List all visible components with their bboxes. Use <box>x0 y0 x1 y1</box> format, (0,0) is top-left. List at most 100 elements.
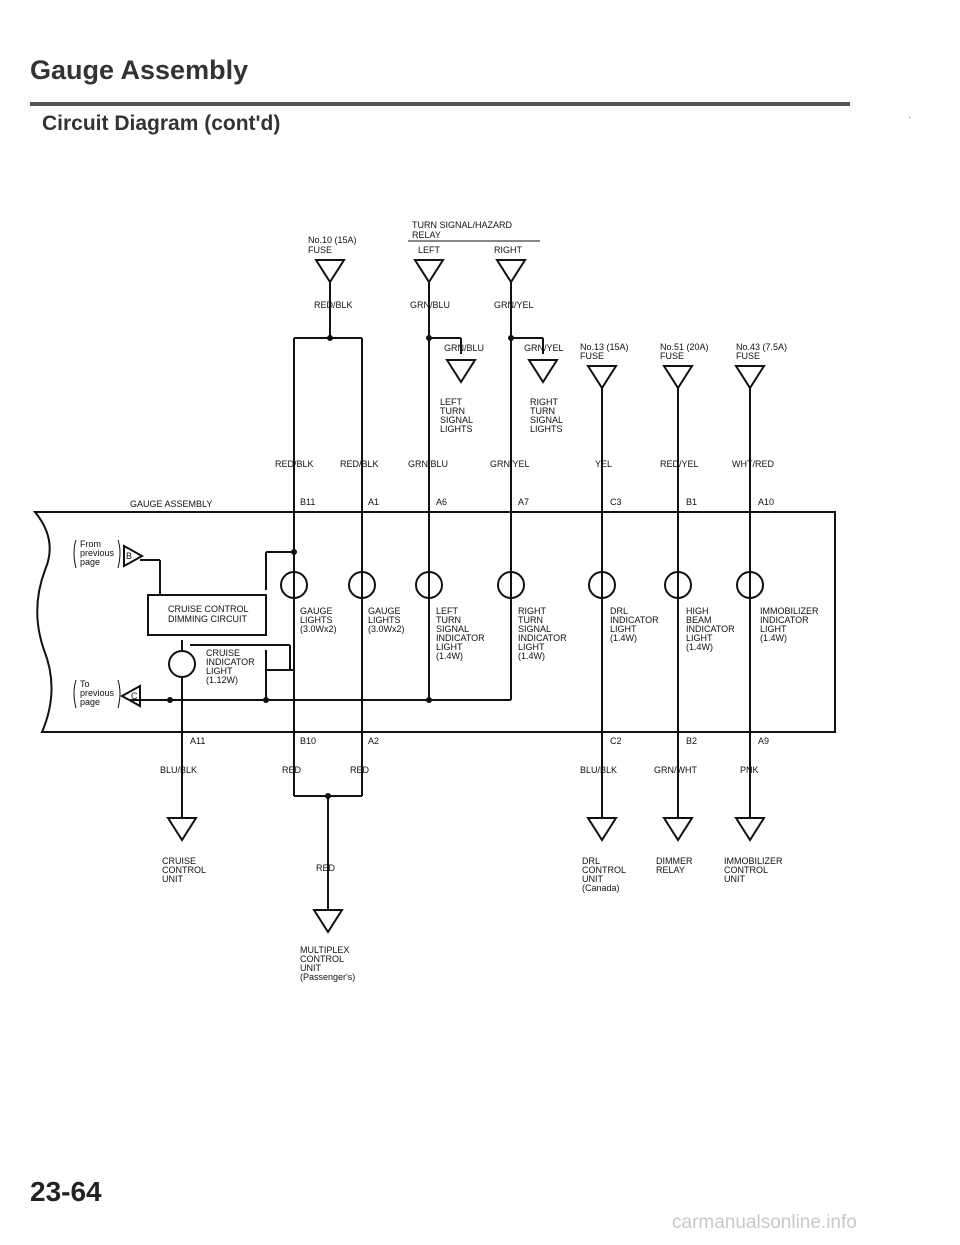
pin-a11: A11 <box>190 736 205 746</box>
wire-label-grnyel-a7: GRN/YEL <box>490 459 530 469</box>
gauge-lights2-l1: GAUGE <box>368 606 401 616</box>
drl-unit-l2: CONTROL <box>582 865 626 875</box>
wire-label-whtred-a10: WHT/RED <box>732 459 774 469</box>
pin-b10: B10 <box>300 736 316 746</box>
high-beam-l1: HIGH <box>686 606 709 616</box>
bottom-triangles <box>166 817 766 934</box>
watermark: carmanualsonline.info <box>672 1212 857 1233</box>
cruise-dimming-circuit: CRUISE CONTROL DIMMING CIRCUIT <box>147 594 267 636</box>
interior-wires <box>130 512 751 732</box>
from-previous-page: From previous page B <box>73 539 145 569</box>
relay-left-label: LEFT <box>418 245 441 255</box>
right-ind-l3: SIGNAL <box>518 624 551 634</box>
fuse10-label-line2: FUSE <box>308 245 332 255</box>
dimmer-relay-l1: DIMMER <box>656 856 693 866</box>
pin-b2: B2 <box>686 736 697 746</box>
right-turn-lights-l3: SIGNAL <box>530 415 563 425</box>
gauge-lights1-l2: LIGHTS <box>300 615 333 625</box>
page-title: Gauge Assembly <box>30 55 249 85</box>
wire-label-redblk-b11: RED/BLK <box>275 459 314 469</box>
drl-unit-l3: UNIT <box>582 874 603 884</box>
left-turn-lights-l3: SIGNAL <box>440 415 473 425</box>
pin-b1: B1 <box>686 497 697 507</box>
drl-ind-l2: INDICATOR <box>610 615 659 625</box>
relay-title-line1: TURN SIGNAL/HAZARD <box>412 220 513 230</box>
fuse13-label-line2: FUSE <box>580 351 604 361</box>
pin-a7: A7 <box>518 497 529 507</box>
gauge-lights1-l3: (3.0Wx2) <box>300 624 337 634</box>
gauge-lights2-l3: (3.0Wx2) <box>368 624 405 634</box>
wire-label-redyel-b1: RED/YEL <box>660 459 699 469</box>
relay-right-label: RIGHT <box>494 245 523 255</box>
fuse51-label-line1: No.51 (20A) <box>660 342 709 352</box>
cruise-indicator-light: CRUISE INDICATOR LIGHT (1.12W) <box>206 648 255 685</box>
bottom-pin-labels: A11 B10 A2 C2 B2 A9 <box>190 736 769 746</box>
immob-unit-l3: UNIT <box>724 874 745 884</box>
high-beam-l5: (1.4W) <box>686 642 713 652</box>
high-beam-l2: BEAM <box>686 615 712 625</box>
cruise-light-l3: LIGHT <box>206 666 233 676</box>
pin-c2: C2 <box>610 736 622 746</box>
right-ind-l1: RIGHT <box>518 606 547 616</box>
right-turn-lights-l4: LIGHTS <box>530 424 563 434</box>
to-prev-l2: previous <box>80 688 115 698</box>
wire-label-red-multiplex: RED <box>316 863 336 873</box>
gauge-lights2-l2: LIGHTS <box>368 615 401 625</box>
dimmer-relay-l2: RELAY <box>656 865 685 875</box>
wire-label-yel-c3: YEL <box>595 459 612 469</box>
pin-a6: A6 <box>436 497 447 507</box>
wire-label-redblk-a1: RED/BLK <box>340 459 379 469</box>
wire-label-blublk-a11: BLU/BLK <box>160 765 197 775</box>
wire-label-pnk-a9: PNK <box>740 765 759 775</box>
title-rule <box>30 102 850 106</box>
high-beam-indicator: HIGH BEAM INDICATOR LIGHT (1.4W) <box>686 606 735 652</box>
left-ind-l5: LIGHT <box>436 642 463 652</box>
cruise-unit-l2: CONTROL <box>162 865 206 875</box>
cruise-unit-l1: CRUISE <box>162 856 196 866</box>
right-source-triangles <box>586 365 766 512</box>
gauge-lights1-l1: GAUGE <box>300 606 333 616</box>
immob-ind-l4: (1.4W) <box>760 633 787 643</box>
to-prev-l1: To <box>80 679 90 689</box>
pin-a9: A9 <box>758 736 769 746</box>
left-turn-lights-ground <box>445 359 477 384</box>
turn-signal-relay: TURN SIGNAL/HAZARD RELAY LEFT RIGHT <box>408 220 540 255</box>
cruise-circuit-l2: DIMMING CIRCUIT <box>168 614 247 624</box>
left-ind-l3: SIGNAL <box>436 624 469 634</box>
conn-b-label: B <box>126 551 132 561</box>
cruise-circuit-l1: CRUISE CONTROL <box>168 604 249 614</box>
right-turn-signal-lights: RIGHT TURN SIGNAL LIGHTS <box>530 397 563 434</box>
left-ind-l4: INDICATOR <box>436 633 485 643</box>
cruise-light-l1: CRUISE <box>206 648 240 658</box>
multiplex-l1: MULTIPLEX <box>300 945 349 955</box>
source-triangles <box>314 259 527 284</box>
immob-unit-l1: IMMOBILIZER <box>724 856 783 866</box>
gauge-assembly-label: GAUGE ASSEMBLY <box>130 499 212 509</box>
multiplex-control-unit: MULTIPLEX CONTROL UNIT (Passenger's) <box>300 945 355 982</box>
dimmer-relay: DIMMER RELAY <box>656 856 693 875</box>
cruise-control-unit: CRUISE CONTROL UNIT <box>162 856 206 884</box>
wire-label-grnyel-top: GRN/YEL <box>494 300 534 310</box>
immobilizer-control-unit: IMMOBILIZER CONTROL UNIT <box>724 856 783 884</box>
multiplex-l4: (Passenger's) <box>300 972 355 982</box>
wire-label-grnblu-a6: GRN/BLU <box>408 459 448 469</box>
from-prev-l1: From <box>80 539 101 549</box>
left-ind-l1: LEFT <box>436 606 459 616</box>
to-prev-l3: page <box>80 697 100 707</box>
immob-ind-l2: INDICATOR <box>760 615 809 625</box>
pin-a1: A1 <box>368 497 379 507</box>
wire-label-blublk-c2: BLU/BLK <box>580 765 617 775</box>
wire-label-red-b10: RED <box>282 765 302 775</box>
pin-c3: C3 <box>610 497 622 507</box>
right-ind-l5: LIGHT <box>518 642 545 652</box>
right-turn-lights-l2: TURN <box>530 406 555 416</box>
right-ind-l4: INDICATOR <box>518 633 567 643</box>
wire-label-grnblu-top: GRN/BLU <box>410 300 450 310</box>
right-turn-lights-ground <box>527 359 559 384</box>
multiplex-l2: CONTROL <box>300 954 344 964</box>
left-ind-l2: TURN <box>436 615 461 625</box>
immob-unit-l2: CONTROL <box>724 865 768 875</box>
pin-a10: A10 <box>758 497 774 507</box>
drl-unit-l4: (Canada) <box>582 883 620 893</box>
